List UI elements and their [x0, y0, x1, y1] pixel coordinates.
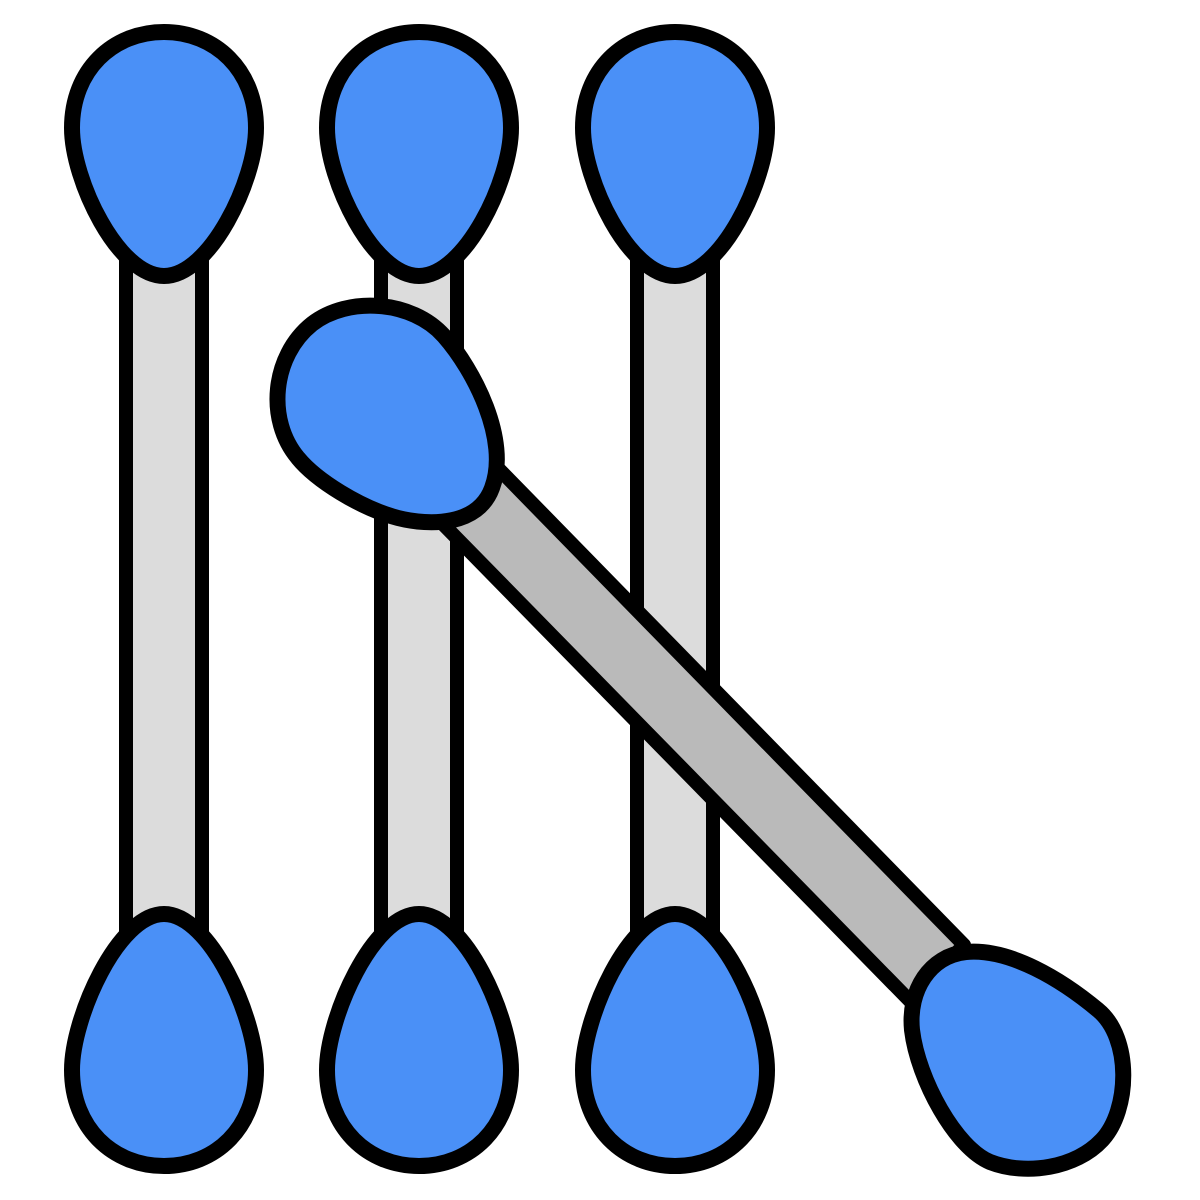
cotton-tip-top — [318, 23, 520, 285]
vertical-swab-1 — [63, 23, 265, 1175]
cotton-tip-bottom — [63, 905, 265, 1175]
vertical-swab-3 — [574, 23, 776, 1175]
cotton-tip-bottom — [318, 905, 520, 1175]
diagonal-swab — [269, 297, 1132, 1177]
cotton-tip-bottom — [574, 905, 776, 1175]
cotton-tip-upper — [269, 297, 505, 531]
swab-stick — [630, 243, 720, 947]
swab-stick — [119, 243, 209, 947]
vertical-swab-2 — [318, 23, 520, 1175]
cotton-tip-lower — [903, 943, 1132, 1177]
cotton-tip-top — [63, 23, 265, 285]
cotton-tip-top — [574, 23, 776, 285]
